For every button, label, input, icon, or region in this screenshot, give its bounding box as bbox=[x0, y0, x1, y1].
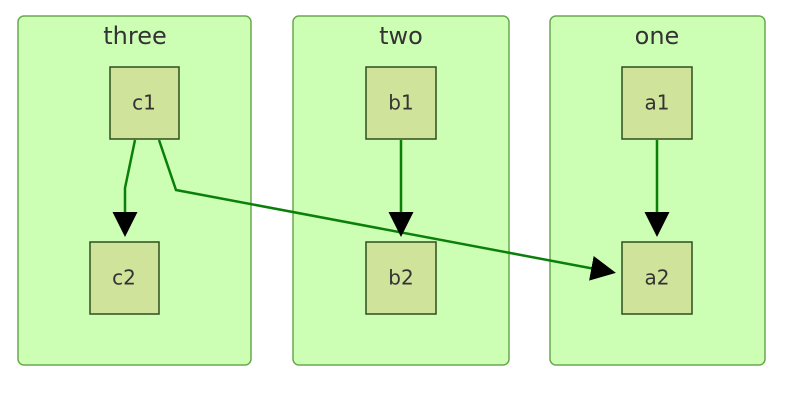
cluster-two-title: two bbox=[379, 22, 423, 50]
node-c1-label: c1 bbox=[132, 91, 156, 115]
node-a1[interactable]: a1 bbox=[621, 66, 693, 140]
node-a1-label: a1 bbox=[645, 91, 670, 115]
cluster-three: three bbox=[17, 15, 252, 366]
node-c1-box bbox=[109, 66, 180, 140]
node-b2[interactable]: b2 bbox=[365, 241, 437, 315]
node-b1-label: b1 bbox=[388, 91, 413, 115]
node-b2-label: b2 bbox=[388, 266, 413, 290]
node-a2-box bbox=[621, 241, 693, 315]
node-a2-label: a2 bbox=[645, 266, 670, 290]
edge-c1-c2 bbox=[112, 139, 138, 237]
node-a1-box bbox=[621, 66, 693, 140]
node-c2[interactable]: c2 bbox=[89, 241, 160, 315]
cluster-three-title: three bbox=[103, 22, 167, 50]
node-b2-box bbox=[365, 241, 437, 315]
cluster-one-title: one bbox=[635, 22, 680, 50]
node-a2[interactable]: a2 bbox=[621, 241, 693, 315]
node-b1-box bbox=[365, 66, 437, 140]
edge-c1-a2 bbox=[157, 139, 616, 281]
node-b1[interactable]: b1 bbox=[365, 66, 437, 140]
node-c1[interactable]: c1 bbox=[109, 66, 180, 140]
node-c2-label: c2 bbox=[112, 266, 136, 290]
node-c2-box bbox=[89, 241, 160, 315]
cluster-three-box bbox=[17, 15, 252, 366]
